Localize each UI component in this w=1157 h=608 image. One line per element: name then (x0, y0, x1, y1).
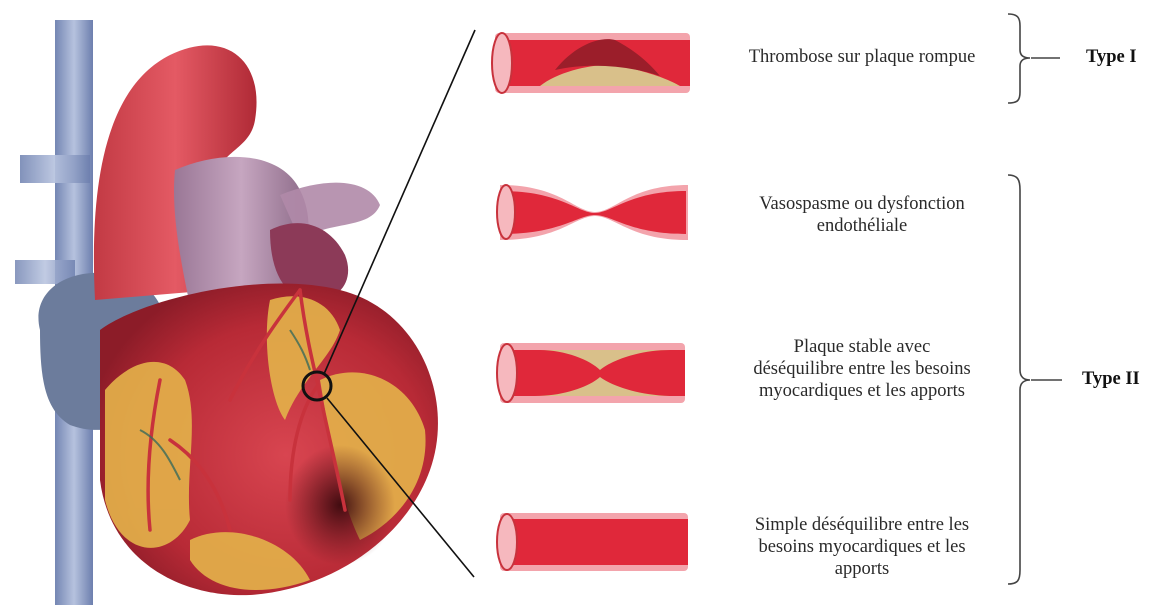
vessel-thrombosis (492, 33, 690, 93)
label-stable-plaque: Plaque stable avec déséquilibre entre le… (712, 336, 1012, 402)
label-vasospasm: Vasospasme ou dysfonction endothéliale (712, 193, 1012, 237)
type-ii-label: Type II (1082, 369, 1140, 390)
label-thrombosis: Thrombose sur plaque rompue (712, 46, 1012, 68)
ischemic-area (285, 445, 395, 565)
vessel-vasospasm (497, 183, 688, 243)
label-simple-imbalance: Simple déséquilibre entre les besoins my… (712, 514, 1012, 580)
type-i-label: Type I (1086, 47, 1137, 68)
vessel-normal (497, 513, 688, 571)
vessel-stable-plaque (497, 343, 685, 403)
